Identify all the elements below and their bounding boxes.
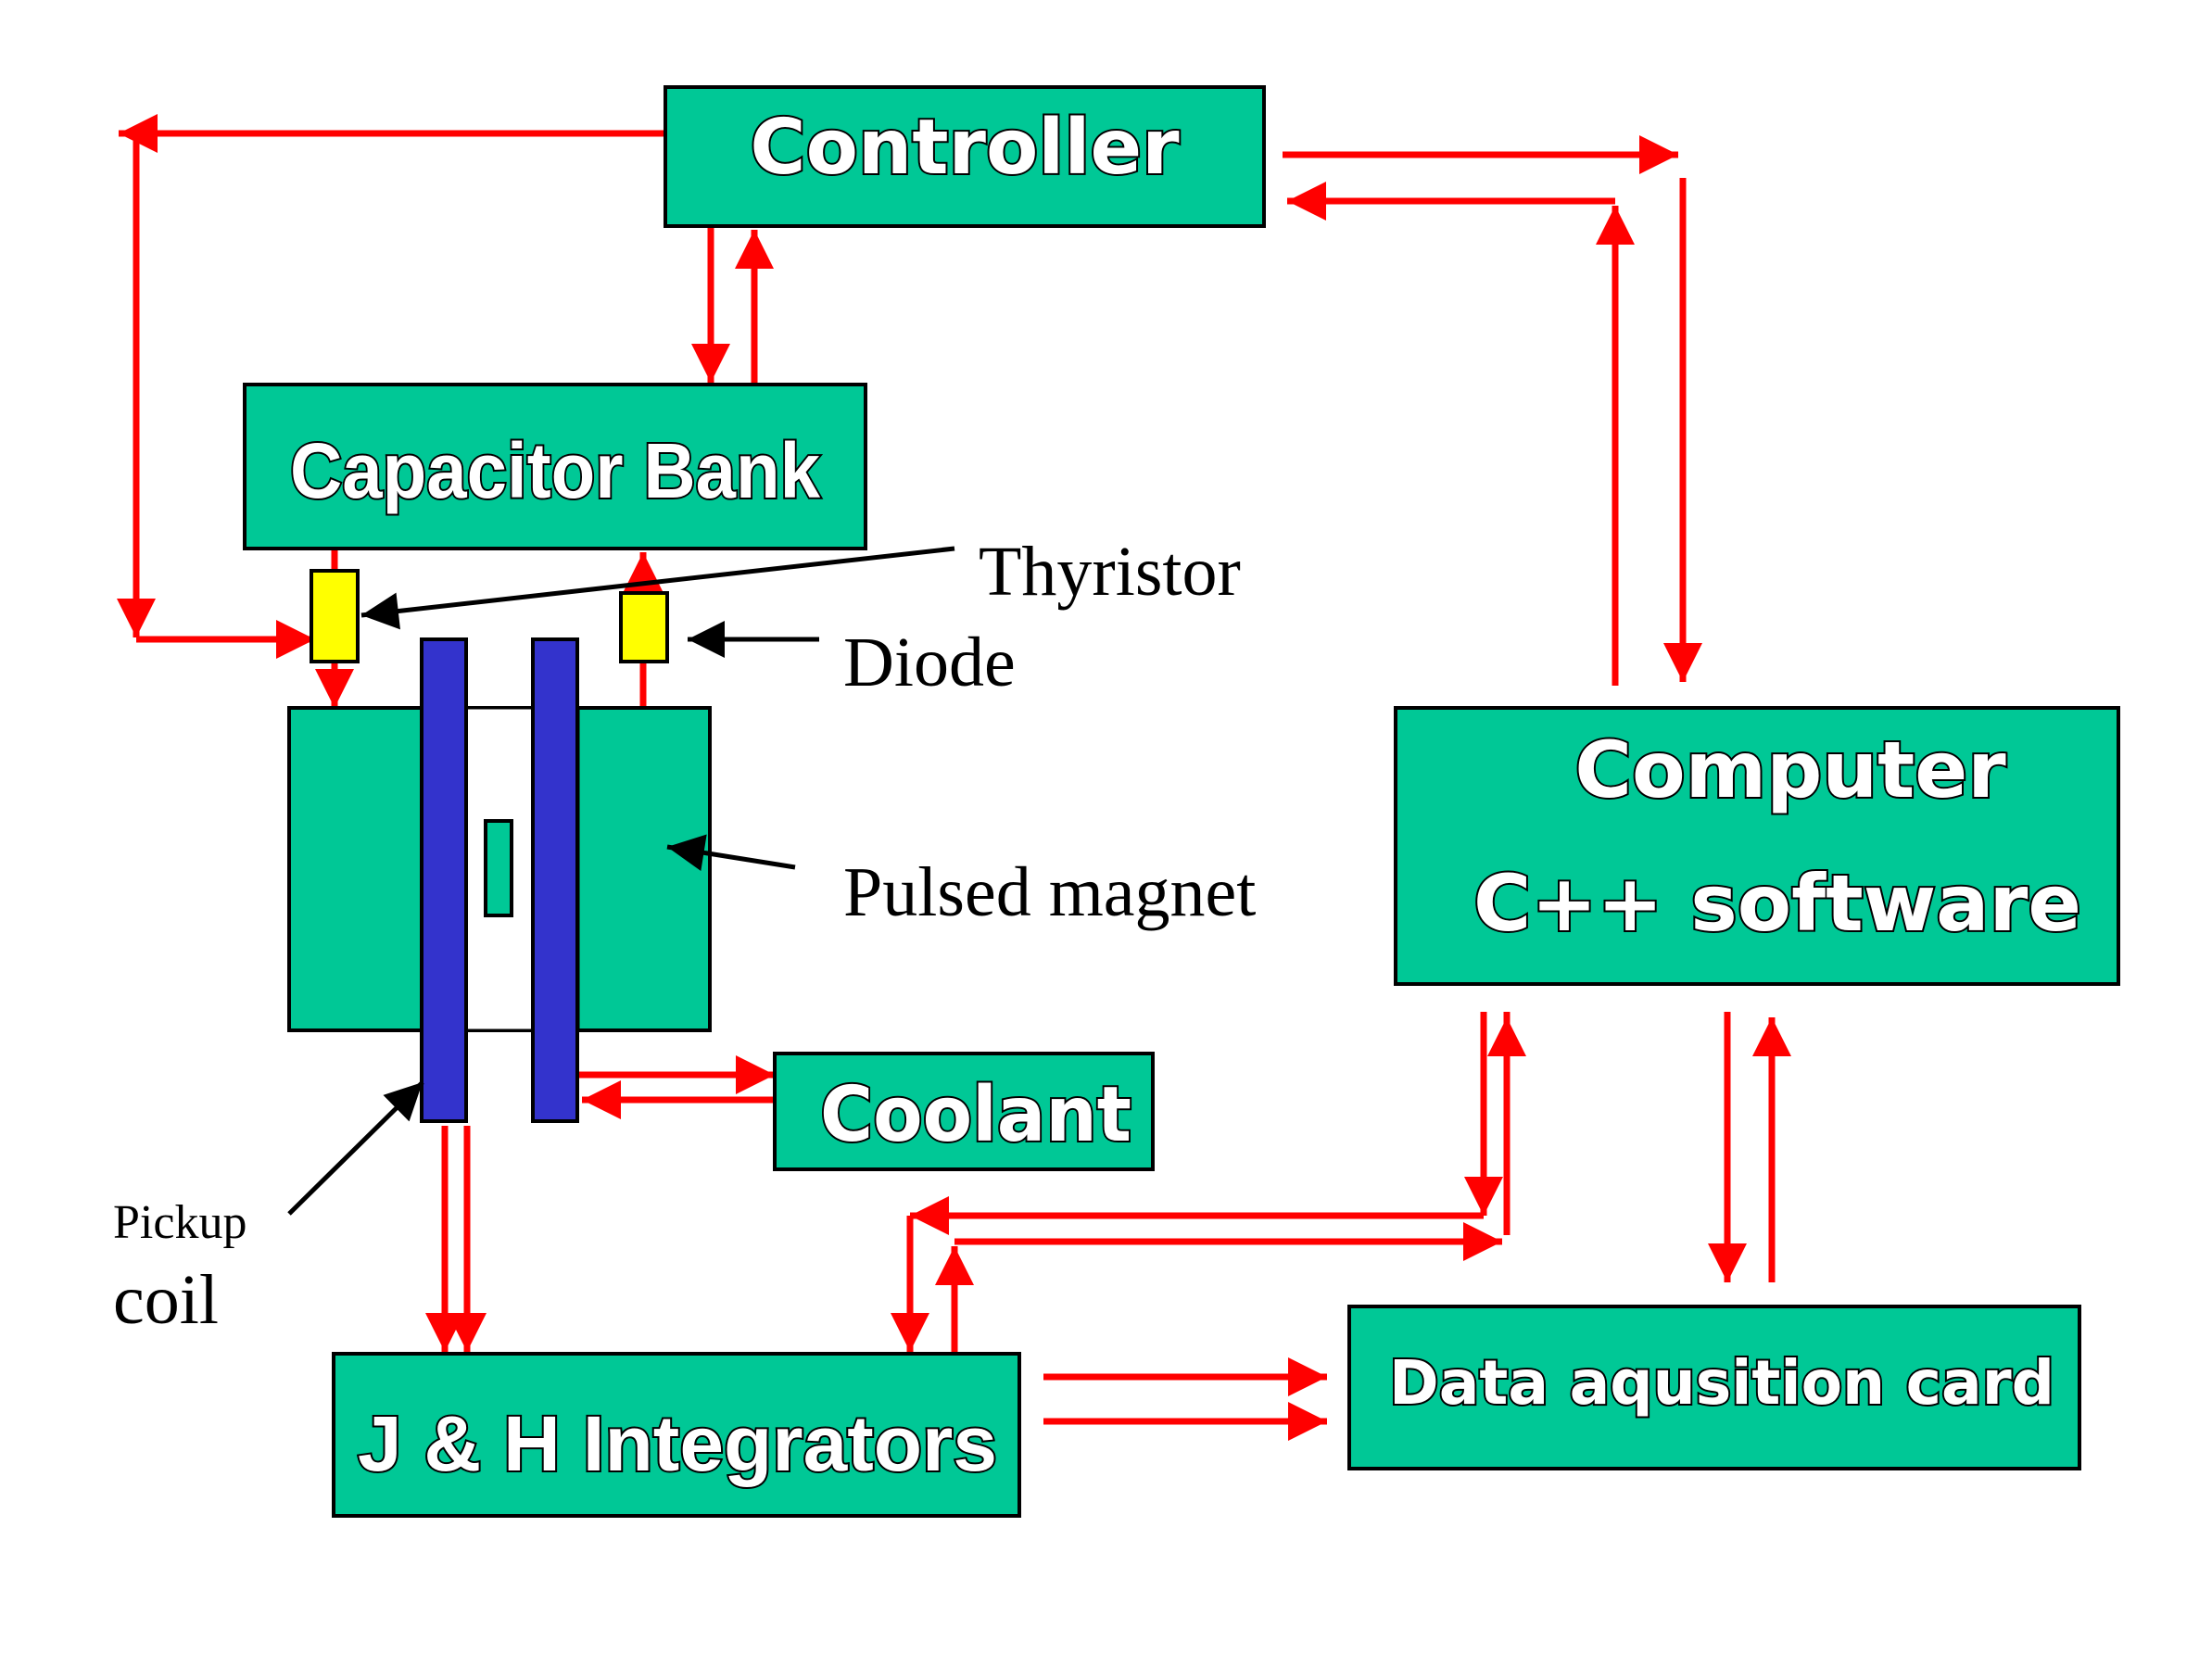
integrators-box xyxy=(332,1352,1021,1518)
pickup-coil-label-line2: coil xyxy=(113,1261,219,1339)
diode xyxy=(619,591,669,663)
integrators-label: J & H Integrators xyxy=(358,1400,997,1487)
coolant-label: Coolant xyxy=(820,1071,1131,1159)
sample-holder xyxy=(484,819,513,917)
coolant-box xyxy=(773,1052,1155,1171)
pointer-thyristor xyxy=(360,546,955,630)
pulsed-magnet xyxy=(287,637,712,1123)
controller-label: Controller xyxy=(750,104,1180,192)
controller-box xyxy=(664,85,1266,228)
diode-label: Diode xyxy=(843,624,1016,701)
computer-label-line1: Computer xyxy=(1574,725,2006,815)
pointer-pulsed-magnet xyxy=(666,834,796,872)
computer-block: Computer C++ software xyxy=(1394,706,2120,986)
pulsed-magnet-label: Pulsed magnet xyxy=(843,853,1256,931)
pickup-coil-right xyxy=(531,637,579,1123)
connection-arrows xyxy=(117,114,1791,1441)
callout-labels: Thyristor Diode Pulsed magnet Pickup coi… xyxy=(113,533,1256,1339)
thyristor xyxy=(310,569,360,663)
pickup-coil-label-line1: Pickup xyxy=(113,1196,246,1249)
coolant-block: Coolant xyxy=(773,1052,1155,1171)
computer-box xyxy=(1394,706,2120,986)
integrators-block: J & H Integrators xyxy=(332,1352,1021,1518)
switch-components xyxy=(310,569,669,663)
controller-block: Controller xyxy=(664,85,1266,228)
computer-label-line2: C++ software xyxy=(1473,858,2081,949)
daq-card-block: Data aqusition card xyxy=(1347,1305,2081,1470)
thyristor-label: Thyristor xyxy=(979,533,1241,611)
pickup-coil-left xyxy=(420,637,468,1123)
callout-pointers xyxy=(287,546,955,1216)
capacitor-bank-box xyxy=(243,383,867,550)
capacitor-bank-block: Capacitor Bank xyxy=(243,383,867,550)
capacitor-bank-label: Capacitor Bank xyxy=(290,427,820,514)
daq-card-box xyxy=(1347,1305,2081,1470)
pointer-pickup-coil xyxy=(287,1080,424,1216)
daq-card-label: Data aqusition card xyxy=(1389,1347,2054,1419)
